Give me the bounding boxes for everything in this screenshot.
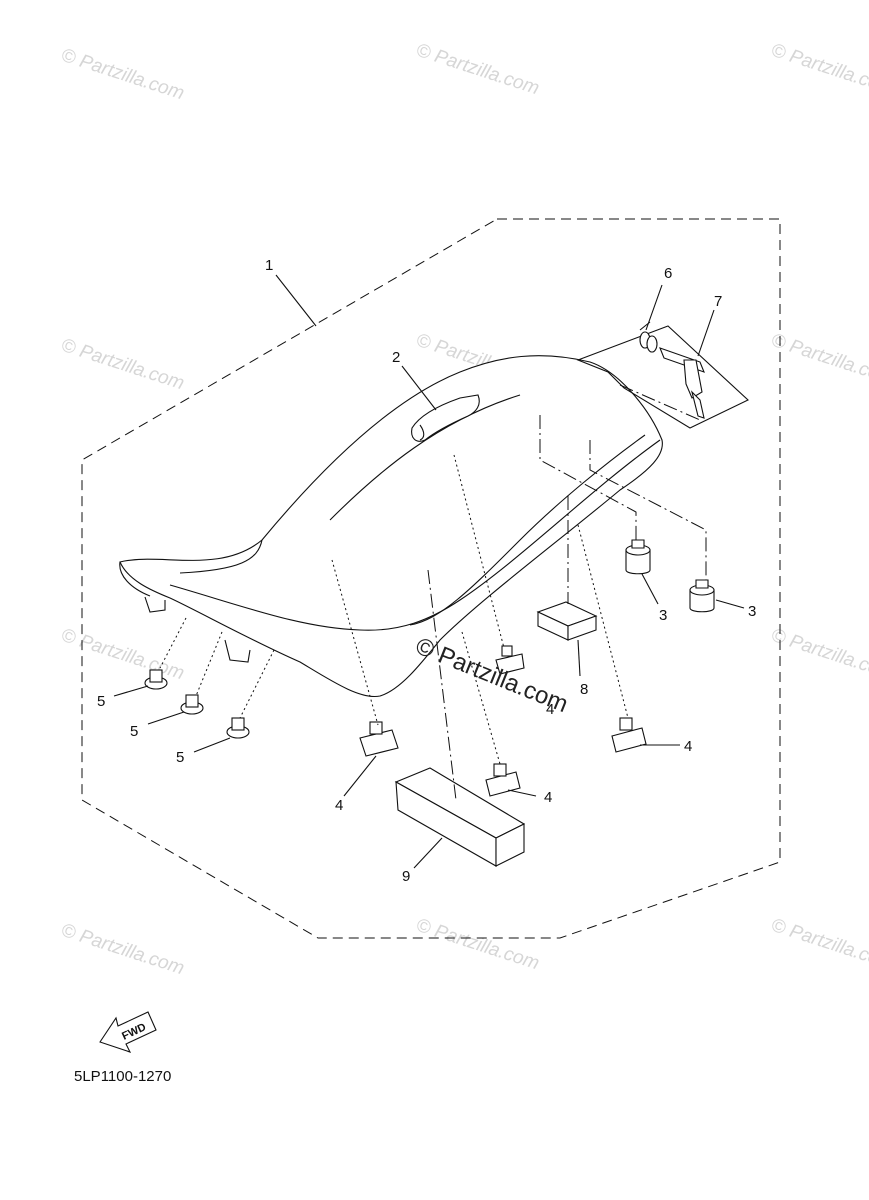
callout-6: 6 [664, 265, 672, 282]
clip-part-4 [611, 717, 647, 753]
callout-5c: 5 [176, 749, 184, 766]
callout-8: 8 [580, 681, 588, 698]
callout-2: 2 [392, 349, 400, 366]
grommet-part-5 [180, 694, 204, 715]
seat-assembly [119, 355, 663, 698]
watermark: © Partzilla.com [58, 920, 186, 980]
callout-5a: 5 [97, 693, 105, 710]
callout-4c: 4 [684, 738, 692, 755]
callout-3b: 3 [748, 603, 756, 620]
seat-cushion [119, 355, 663, 698]
leader-lines [113, 274, 745, 869]
seat-strap [411, 394, 480, 442]
callout-4a: 4 [335, 797, 343, 814]
lock-pin-part-7 [659, 347, 705, 419]
block-part-9 [394, 767, 526, 867]
watermark: © Partzilla.com [768, 330, 869, 390]
callout-5b: 5 [130, 723, 138, 740]
callout-labels: 1 2 6 7 3 3 8 4 4 4 4 9 5 5 5 [97, 257, 756, 885]
grommet-part-5 [144, 669, 168, 690]
callout-7: 7 [714, 293, 722, 310]
lock-panel-outline [576, 325, 749, 429]
damper-part-3a [625, 539, 651, 575]
watermark: © Partzilla.com [413, 915, 541, 975]
watermark: © Partzilla.com [58, 45, 186, 105]
watermark-center: © Partzilla.com [412, 633, 572, 719]
assembly-boundary [81, 218, 781, 939]
diagram-code: 5LP1100-1270 [74, 1068, 171, 1085]
clip-part-4 [495, 645, 525, 675]
watermark: © Partzilla.com [768, 40, 869, 100]
grommet-part-5 [226, 717, 250, 739]
callout-1: 1 [265, 257, 273, 274]
spring-part-6 [639, 321, 658, 353]
callout-4b: 4 [544, 789, 552, 806]
callout-4d: 4 [546, 701, 554, 718]
clip-part-4 [359, 721, 399, 757]
damper-part-3b [689, 579, 715, 613]
watermark: © Partzilla.com [413, 40, 541, 100]
watermark: © Partzilla.com [768, 625, 869, 685]
fwd-arrow-icon: FWD [99, 1011, 157, 1053]
watermark: © Partzilla.com [768, 915, 869, 975]
lead-lines [159, 384, 707, 801]
clip-part-4 [485, 763, 521, 797]
pad-part-8 [536, 601, 598, 641]
callout-9: 9 [402, 868, 410, 885]
watermark: © Partzilla.com [58, 335, 186, 395]
callout-3a: 3 [659, 607, 667, 624]
